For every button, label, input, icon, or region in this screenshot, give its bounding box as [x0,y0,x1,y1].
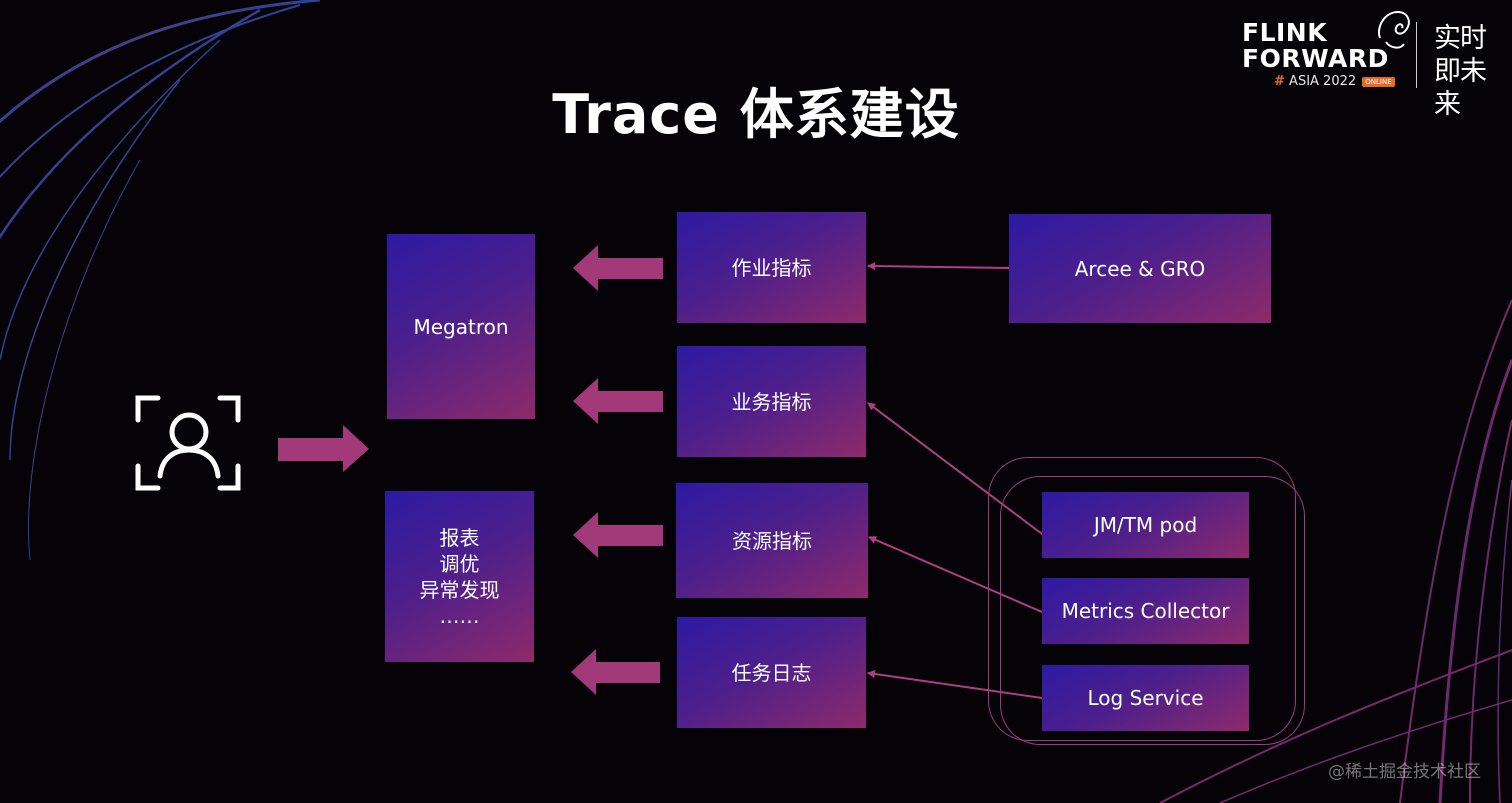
reports-label: 报表 调优 异常发现 …… [419,525,500,628]
metrics-collector-box[interactable]: Metrics Collector [1042,578,1249,644]
task-log-box[interactable]: 任务日志 [677,617,866,728]
resource-metrics-label: 资源指标 [732,528,812,553]
logo-hash: # [1274,74,1285,89]
arcee-gro-box[interactable]: Arcee & GRO [1009,214,1271,323]
reports-box[interactable]: 报表 调优 异常发现 …… [385,491,534,662]
logo-event: ASIA 2022 [1289,74,1357,89]
flink-forward-logo: FLINK FORWARD # ASIA 2022 ONLINE 实时即未来 [1240,8,1500,120]
business-metrics-box[interactable]: 业务指标 [677,346,866,457]
megatron-label: Megatron [413,314,509,339]
arcee-gro-label: Arcee & GRO [1074,256,1206,281]
log-service-label: Log Service [1087,686,1204,710]
logo-divider [1416,22,1417,88]
page-title: Trace 体系建设 [552,83,960,146]
business-metrics-label: 业务指标 [731,389,812,414]
watermark: @稀土掘金技术社区 [1328,762,1481,782]
jm-tm-pod-box[interactable]: JM/TM pod [1042,492,1249,558]
user-scan-icon [135,395,241,491]
logo-slogan: 实时即未来 [1434,23,1487,120]
source-group-ring-inner [1000,476,1305,745]
logo-line-forward: FORWARD [1242,44,1389,73]
task-log-label: 任务日志 [731,660,812,685]
job-metrics-label: 作业指标 [731,255,812,280]
metrics-collector-label: Metrics Collector [1061,599,1230,623]
job-metrics-box[interactable]: 作业指标 [677,212,866,323]
megatron-box[interactable]: Megatron [387,234,535,419]
logo-online-badge: ONLINE [1362,76,1395,87]
source-group-ring-outer [988,457,1296,741]
squirrel-mascot-icon [1378,10,1410,49]
jm-tm-pod-label: JM/TM pod [1093,513,1198,537]
logo-event-line: # ASIA 2022 ONLINE [1274,74,1395,89]
resource-metrics-box[interactable]: 资源指标 [676,483,868,598]
logo-line-flink: FLINK [1242,18,1328,47]
log-service-box[interactable]: Log Service [1042,665,1249,731]
